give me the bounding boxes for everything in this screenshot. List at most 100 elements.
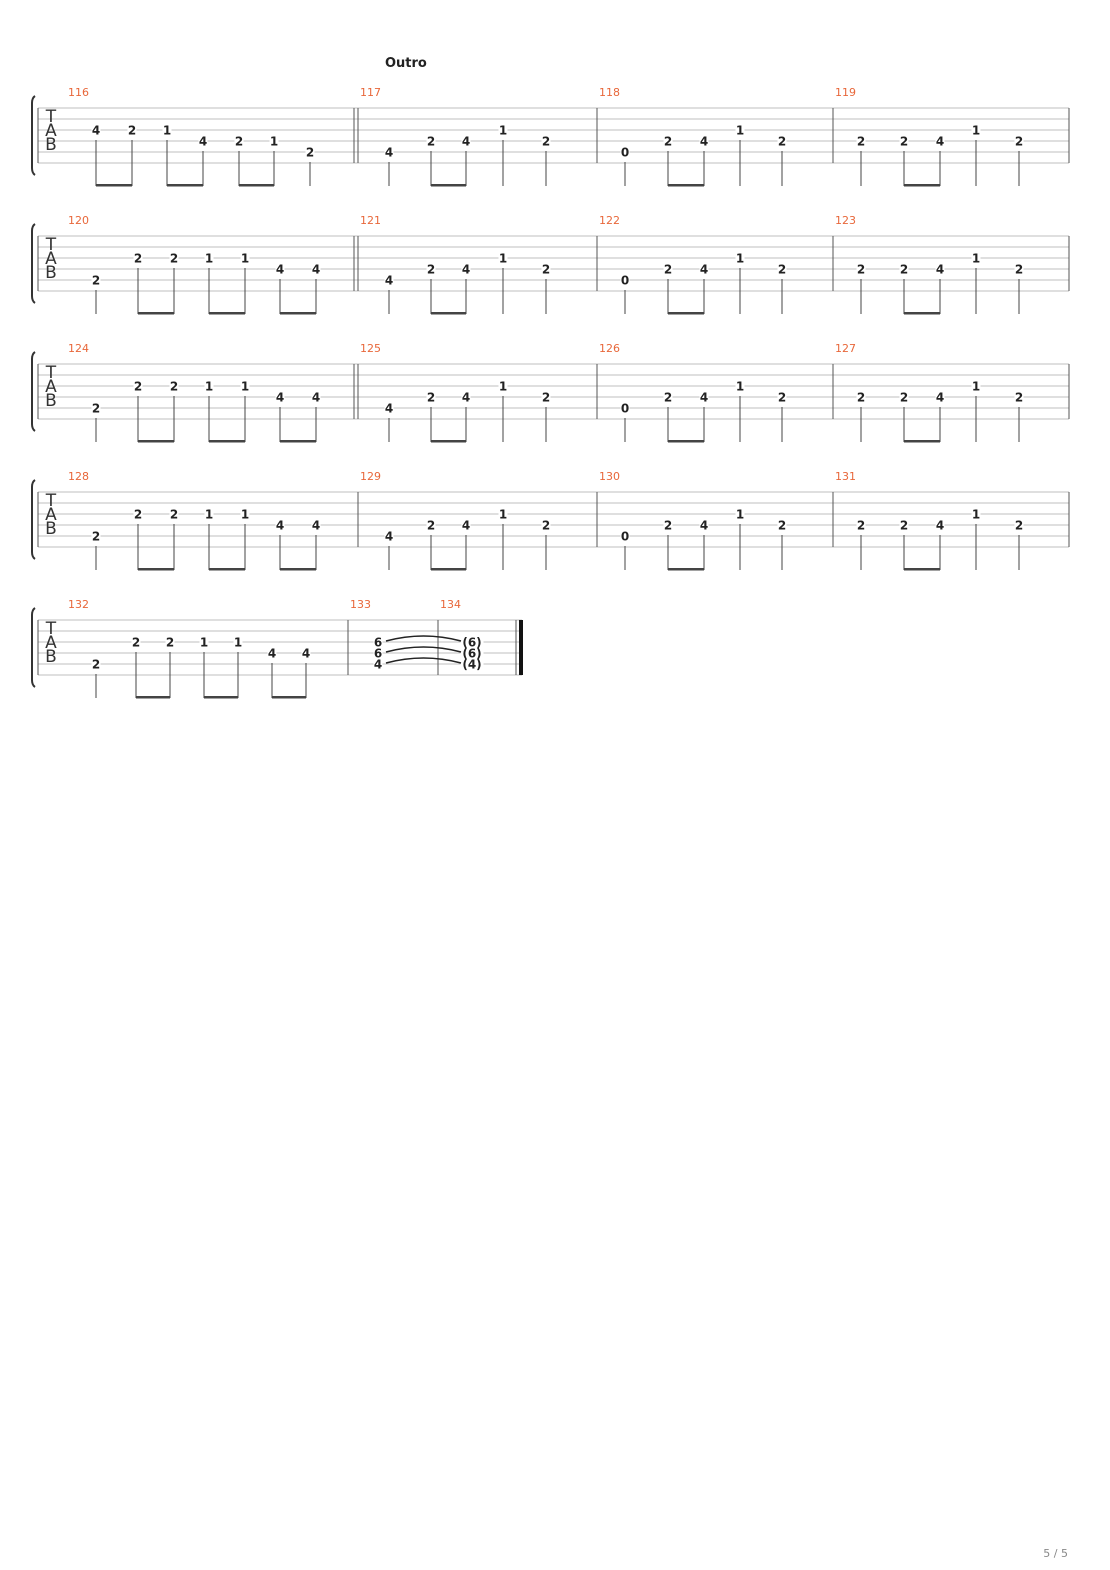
- fret-background: [663, 392, 673, 402]
- fret-number: 2: [900, 519, 908, 533]
- fret-background: [663, 520, 673, 530]
- fret-number: 2: [1015, 519, 1023, 533]
- tab-clef-letter: A: [45, 377, 57, 397]
- fret-background: [426, 520, 436, 530]
- fret-number: 4: [268, 647, 276, 661]
- fret-number: 0: [621, 146, 629, 160]
- fret-background: [498, 509, 508, 519]
- beam: [431, 184, 466, 187]
- fret-background: [498, 125, 508, 135]
- page-number: 5 / 5: [1043, 1547, 1068, 1560]
- fret-background: [162, 125, 172, 135]
- beam: [272, 696, 306, 699]
- fret-number: 2: [900, 135, 908, 149]
- beam: [239, 184, 274, 187]
- beam: [904, 440, 940, 443]
- fret-background: [204, 381, 214, 391]
- fret-number: 2: [92, 402, 100, 416]
- tab-clef-letter: T: [45, 491, 57, 511]
- beam: [209, 312, 245, 315]
- fret-background: [311, 264, 321, 274]
- fret-background: [204, 253, 214, 263]
- fret-number: 1: [200, 636, 208, 650]
- fret-background: [663, 136, 673, 146]
- fret-number: 4: [936, 263, 944, 277]
- fret-background: [127, 125, 137, 135]
- fret-background: [384, 531, 394, 541]
- beam: [668, 184, 704, 187]
- fret-background: [899, 392, 909, 402]
- fret-number: 2: [92, 274, 100, 288]
- fret-background: [233, 637, 243, 647]
- fret-background: [899, 136, 909, 146]
- fret-number: 4: [462, 391, 470, 405]
- fret-background: [856, 136, 866, 146]
- beam: [136, 696, 170, 699]
- fret-number: 4: [936, 135, 944, 149]
- fret-number: 1: [736, 124, 744, 138]
- fret-number: 0: [621, 530, 629, 544]
- fret-number: 2: [664, 519, 672, 533]
- beam: [431, 312, 466, 315]
- fret-background: [426, 264, 436, 274]
- fret-number: 4: [700, 519, 708, 533]
- fret-number: 4: [199, 135, 207, 149]
- fret-background: [234, 136, 244, 146]
- fret-number: 2: [857, 391, 865, 405]
- fret-number: 2: [857, 263, 865, 277]
- fret-background: [935, 264, 945, 274]
- fret-background: [935, 392, 945, 402]
- fret-background: [461, 264, 471, 274]
- fret-number: 4: [385, 146, 393, 160]
- fret-background: [91, 659, 101, 669]
- fret-background: [620, 147, 630, 157]
- beam: [280, 440, 316, 443]
- beam: [96, 184, 132, 187]
- measure-number: 117: [360, 86, 381, 99]
- measure-number: 123: [835, 214, 856, 227]
- fret-background: [541, 392, 551, 402]
- fret-background: [133, 253, 143, 263]
- measure-number: 131: [835, 470, 856, 483]
- fret-background: [735, 509, 745, 519]
- fret-background: [971, 509, 981, 519]
- fret-number: 2: [778, 519, 786, 533]
- fret-background: [311, 520, 321, 530]
- fret-number: 1: [499, 252, 507, 266]
- fret-number: 2: [170, 380, 178, 394]
- fret-number: 2: [170, 508, 178, 522]
- fret-number: 4: [936, 391, 944, 405]
- fret-background: [777, 392, 787, 402]
- fret-background: [1014, 136, 1024, 146]
- fret-number: 4: [700, 391, 708, 405]
- fret-background: [267, 648, 277, 658]
- measure-number: 122: [599, 214, 620, 227]
- fret-background: [856, 520, 866, 530]
- tab-clef-letter: T: [45, 235, 57, 255]
- fret-background: [199, 637, 209, 647]
- fret-number: 2: [134, 380, 142, 394]
- beam: [209, 568, 245, 571]
- fret-background: [240, 381, 250, 391]
- fret-background: [384, 275, 394, 285]
- fret-background: [91, 275, 101, 285]
- beam: [209, 440, 245, 443]
- fret-background: [541, 136, 551, 146]
- fret-background: [275, 264, 285, 274]
- beam: [904, 312, 940, 315]
- fret-number: 6: [374, 636, 382, 650]
- fret-background: [735, 253, 745, 263]
- fret-background: [1014, 392, 1024, 402]
- fret-background: [620, 275, 630, 285]
- fret-number: 2: [235, 135, 243, 149]
- fret-background: [384, 403, 394, 413]
- fret-number: 1: [736, 380, 744, 394]
- fret-number: 2: [427, 263, 435, 277]
- measure-number: 128: [68, 470, 89, 483]
- fret-number: 2: [664, 135, 672, 149]
